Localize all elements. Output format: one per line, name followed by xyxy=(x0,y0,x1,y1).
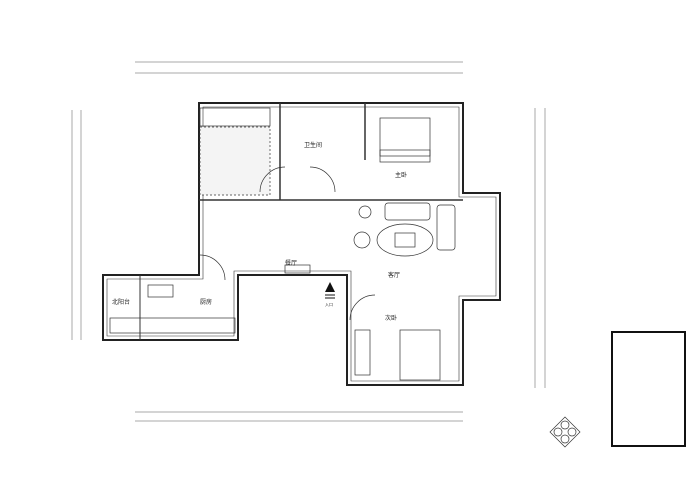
exterior-walls xyxy=(102,102,501,386)
compass-icon xyxy=(549,416,581,448)
dimension-lines xyxy=(71,61,546,422)
room-label-kitchen: 厨房 xyxy=(200,299,213,306)
room-label-second-bedroom: 次卧 xyxy=(385,315,398,322)
room-label-living: 客厅 xyxy=(388,272,401,279)
room-label-north-balcony: 北阳台 xyxy=(112,299,131,306)
title-block xyxy=(611,331,686,447)
room-label-bathroom: 卫生间 xyxy=(304,142,323,149)
room-label-dining: 餐厅 xyxy=(285,260,298,267)
room-label-master-bedroom: 主卧 xyxy=(395,172,408,179)
entrance-label: 入口 xyxy=(325,302,333,307)
entrance-arrow-icon xyxy=(325,282,335,292)
